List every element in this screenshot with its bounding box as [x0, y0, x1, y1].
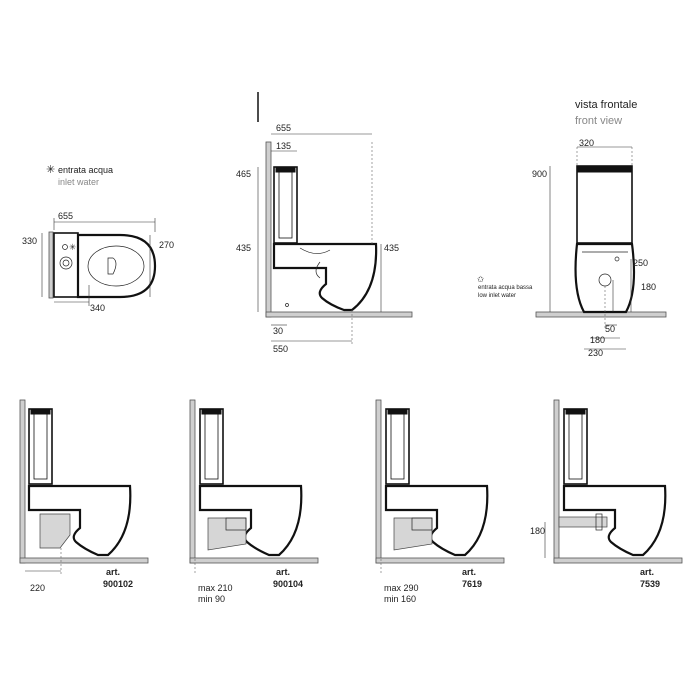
front-view-title-it: vista frontale [575, 99, 637, 111]
front-dim-width: 320 [579, 138, 594, 148]
front-inlet-icon [614, 256, 620, 262]
side-dim-length: 655 [276, 123, 291, 133]
side-bowl [272, 242, 378, 312]
plan-dim-outlet: 340 [90, 303, 105, 313]
front-dim-outlet-height: 180 [641, 282, 656, 292]
front-dim-height: 900 [532, 169, 547, 179]
front-dim-outlet-width: 180 [590, 335, 605, 345]
side-cistern-lid [275, 167, 296, 173]
plan-inlet-circle-icon [62, 244, 68, 250]
variant-900104: max 210 min 90 art. 900104 [189, 399, 319, 604]
front-dim-inlet-height: 250 [633, 258, 648, 268]
low-inlet-label-it: entrata acqua bassa [478, 285, 533, 291]
side-wall [265, 141, 272, 318]
side-dim-seat-height: 435 [236, 243, 251, 253]
inlet-symbol: ✳ [46, 164, 55, 176]
side-cistern [273, 166, 298, 244]
low-inlet-label-en: low inlet water [478, 293, 516, 299]
variant-7619-art: art. [462, 567, 476, 577]
side-dim-tank-depth: 135 [276, 141, 291, 151]
side-floor [265, 311, 413, 318]
plan-inlet-star-icon: ✳ [69, 242, 77, 252]
plan-drain-icon [107, 257, 117, 275]
variant-900104-dim-max: max 210 [198, 583, 233, 593]
side-trap-line [299, 247, 331, 279]
variant-7619: max 290 min 160 art. 7619 [375, 399, 505, 604]
front-dim-base-width: 230 [588, 348, 603, 358]
side-dim-footprint: 550 [273, 344, 288, 354]
front-cistern-lid [577, 166, 632, 173]
variant-900102-dim: 220 [30, 583, 45, 593]
plan-wall [48, 231, 54, 299]
plan-flush-button-inner-icon [62, 259, 70, 267]
variant-7619-dim-max: max 290 [384, 583, 419, 593]
front-view: vista frontale front view 320 900 250 18… [477, 99, 667, 358]
front-dim-offset: 50 [605, 324, 615, 334]
inlet-label-en: inlet water [58, 177, 99, 187]
plan-bowl-rim [87, 245, 145, 287]
variant-900102: 220 art. 900102 [19, 399, 149, 593]
variant-7619-code: 7619 [462, 579, 482, 589]
variant-900102-art: art. [106, 567, 120, 577]
front-cistern [576, 165, 633, 244]
variant-7539-dim: 180 [530, 526, 545, 536]
side-dim-tank-height: 465 [236, 169, 251, 179]
side-view: 655 135 465 435 435 30 550 [236, 92, 413, 354]
side-inlet-icon [285, 303, 289, 307]
plan-dim-width: 270 [159, 240, 174, 250]
variant-900104-art: art. [276, 567, 290, 577]
variant-7619-dim-min: min 160 [384, 594, 416, 604]
side-dim-inlet: 30 [273, 326, 283, 336]
plan-bowl [76, 233, 157, 299]
variant-7539: 180 art. 7539 [530, 399, 683, 589]
inlet-label-it: entrata acqua [58, 165, 113, 175]
plan-dim-length: 655 [58, 211, 73, 221]
variant-900102-code: 900102 [103, 579, 133, 589]
variant-900104-code: 900104 [273, 579, 303, 589]
variant-7539-code: 7539 [640, 579, 660, 589]
front-bowl [574, 242, 636, 314]
side-dim-bowl-height: 435 [384, 243, 399, 253]
plan-cistern [53, 232, 79, 298]
low-inlet-symbol: ✩ [477, 274, 485, 284]
front-view-title-en: front view [575, 115, 622, 127]
plan-flush-button-icon [59, 256, 73, 270]
plan-view: ✳ 655 330 270 340 [22, 211, 174, 313]
variant-7539-art: art. [640, 567, 654, 577]
inlet-legend: ✳ entrata acqua inlet water [46, 164, 113, 187]
variant-900104-dim-min: min 90 [198, 594, 225, 604]
plan-dim-depth: 330 [22, 236, 37, 246]
